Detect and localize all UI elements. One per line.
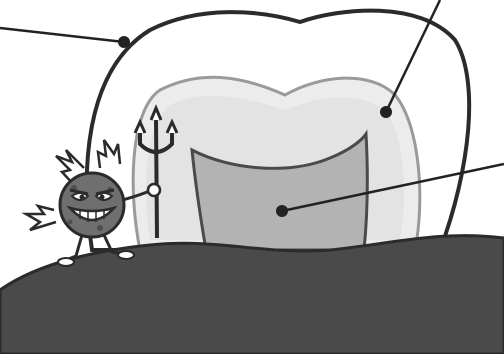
tooth-outline-leader: [0, 28, 130, 48]
